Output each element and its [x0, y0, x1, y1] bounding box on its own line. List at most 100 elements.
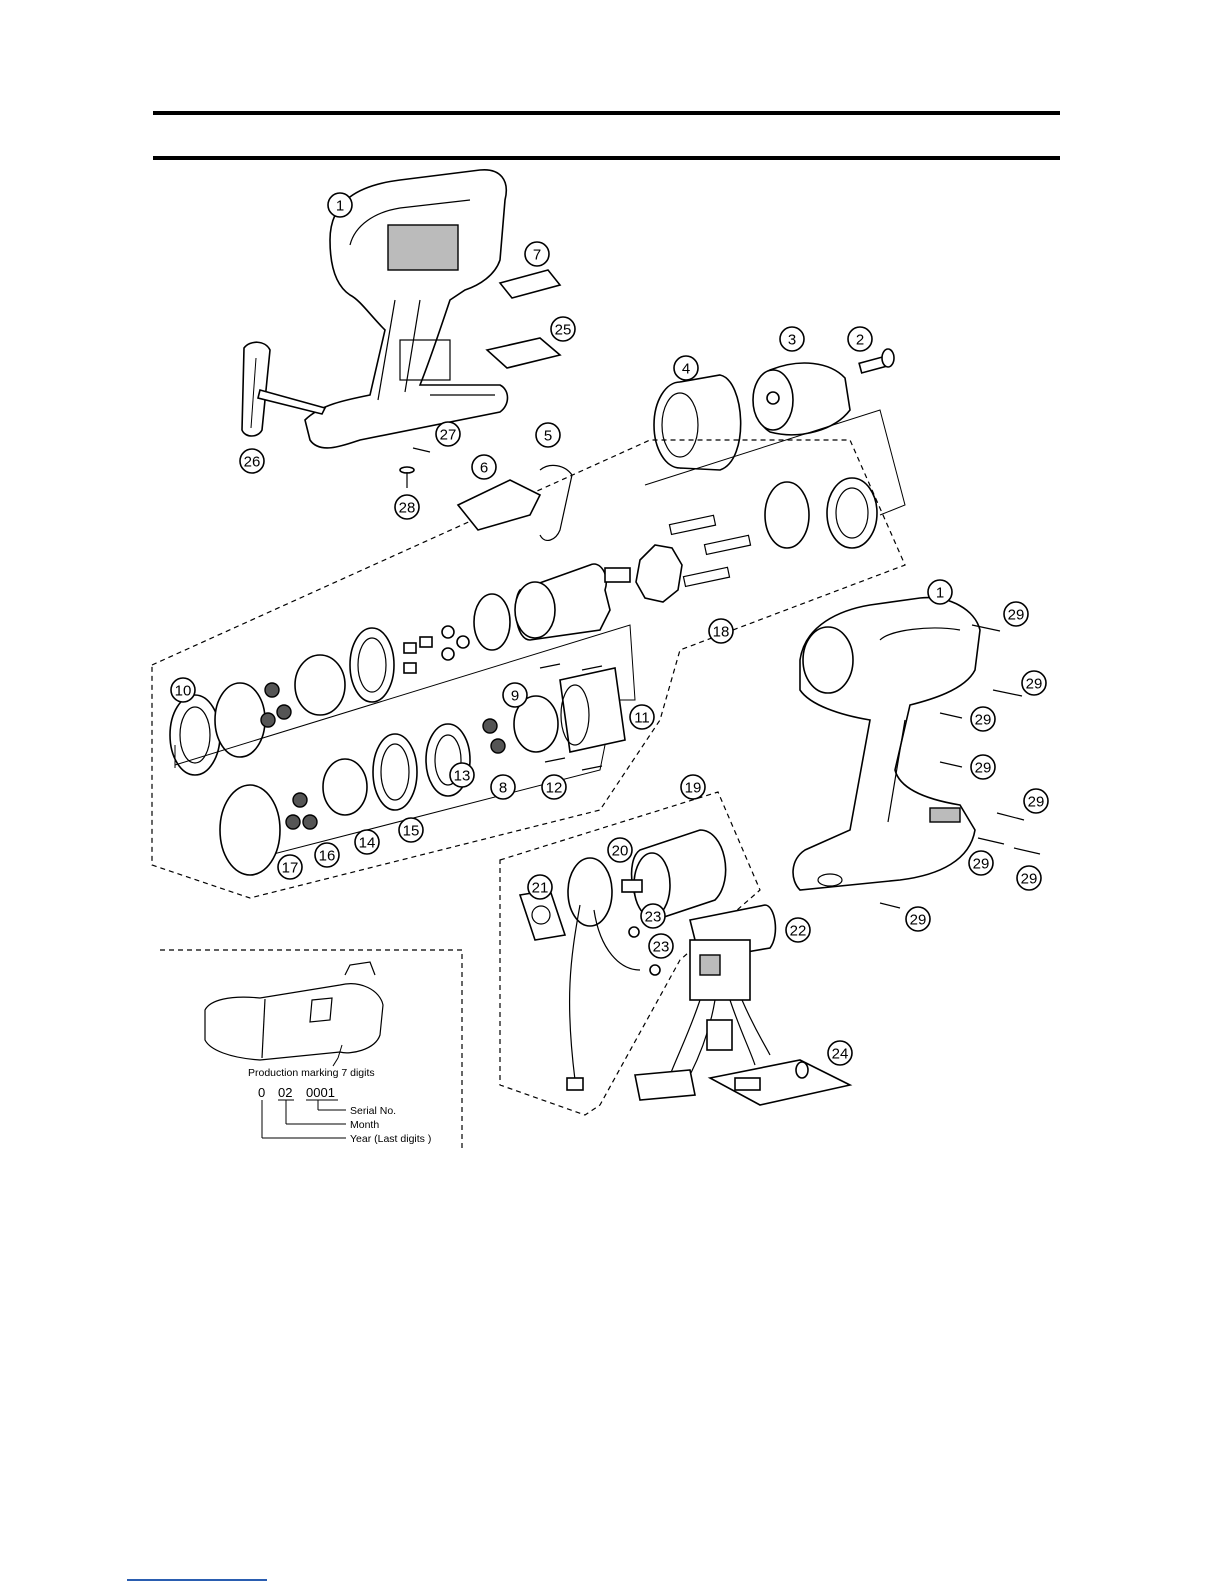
springs [669, 515, 750, 586]
inset-digit-serial: 0001 [306, 1085, 335, 1100]
callout-27: 27 [436, 422, 460, 446]
cover-6 [458, 480, 540, 530]
screw-23b [650, 965, 660, 975]
callout-3: 3 [780, 327, 804, 351]
wire-clip-5 [540, 465, 572, 540]
ring-15 [373, 734, 417, 810]
callout-number: 9 [511, 688, 519, 705]
inset-brackets [262, 1100, 346, 1138]
callout-number: 25 [555, 322, 572, 339]
callout-number: 29 [973, 856, 990, 873]
controller-board-24 [710, 1060, 850, 1105]
callout-number: 12 [546, 780, 563, 797]
inset-label-month: Month [350, 1119, 379, 1131]
callout-number: 7 [533, 247, 541, 264]
callout-number: 20 [612, 843, 629, 860]
inset-digit-month: 02 [278, 1085, 292, 1100]
thrust-ring [474, 594, 510, 650]
callout-29: 29 [971, 707, 995, 731]
callout-29: 29 [971, 755, 995, 779]
callout-7: 7 [525, 242, 549, 266]
callout-14: 14 [355, 830, 379, 854]
callout-21: 21 [528, 875, 552, 899]
callout-number: 15 [403, 823, 420, 840]
callout-17: 17 [278, 855, 302, 879]
callout-number: 2 [856, 332, 864, 349]
callout-number: 8 [499, 780, 507, 797]
callout-number: 19 [685, 780, 702, 797]
spring-27 [413, 448, 430, 452]
callout-number: 17 [282, 860, 299, 877]
motor-20 [622, 830, 726, 920]
callout-23: 23 [641, 904, 665, 928]
inset-digit-year: 0 [258, 1085, 265, 1100]
inset-drill-sketch [205, 962, 383, 1066]
callout-24: 24 [828, 1041, 852, 1065]
callout-29: 29 [1024, 789, 1048, 813]
callout-15: 15 [399, 818, 423, 842]
callout-number: 24 [832, 1046, 849, 1063]
callout-number: 28 [399, 500, 416, 517]
callout-number: 18 [713, 624, 730, 641]
callout-number: 21 [532, 880, 549, 897]
callout-number: 23 [653, 939, 670, 956]
callout-29: 29 [969, 851, 993, 875]
callout-22: 22 [786, 918, 810, 942]
callout-number: 29 [975, 760, 992, 777]
callout-12: 12 [542, 775, 566, 799]
footer-link-underline[interactable] [127, 1579, 267, 1581]
callout-1: 1 [328, 193, 352, 217]
callout-number: 13 [454, 768, 471, 785]
callout-28: 28 [395, 495, 419, 519]
callout-8: 8 [491, 775, 515, 799]
callout-number: 29 [975, 712, 992, 729]
callout-1: 1 [928, 580, 952, 604]
cover-25 [487, 338, 560, 368]
callout-number: 29 [1026, 676, 1043, 693]
callout-4: 4 [674, 356, 698, 380]
rollers [404, 626, 469, 673]
inset-label-serial: Serial No. [350, 1105, 396, 1117]
callout-19: 19 [681, 775, 705, 799]
connector [635, 1070, 695, 1100]
inset-production-marking: Production marking 7 digits [248, 1067, 375, 1079]
callout-18: 18 [709, 619, 733, 643]
callout-5: 5 [536, 423, 560, 447]
plate-7 [500, 270, 560, 298]
callout-13: 13 [450, 763, 474, 787]
callout-25: 25 [551, 317, 575, 341]
screw-2 [859, 349, 894, 373]
callout-16: 16 [315, 843, 339, 867]
callout-10: 10 [171, 678, 195, 702]
carrier-14 [286, 759, 367, 829]
callout-29: 29 [1004, 602, 1028, 626]
callout-number: 10 [175, 683, 192, 700]
clutch-cam [765, 482, 809, 548]
switch-22 [670, 905, 775, 1075]
callout-number: 11 [634, 710, 650, 727]
callout-number: 22 [790, 923, 807, 940]
chuck-ring-4 [654, 375, 741, 470]
washer [215, 683, 265, 757]
callout-number: 6 [480, 460, 488, 477]
callout-number: 29 [1028, 794, 1045, 811]
inset-frame [160, 950, 462, 1148]
callout-29: 29 [906, 907, 930, 931]
inset-label-year: Year (Last digits ) [350, 1133, 431, 1145]
callout-number: 29 [1021, 871, 1038, 888]
callout-number: 26 [244, 454, 261, 471]
callout-29: 29 [1017, 866, 1041, 890]
callout-26: 26 [240, 449, 264, 473]
callout-number: 27 [440, 427, 457, 444]
screw-28 [400, 467, 414, 488]
callout-number: 4 [682, 361, 690, 378]
callout-number: 29 [1008, 607, 1025, 624]
callout-number: 1 [336, 198, 344, 215]
ring-gear-10 [170, 695, 220, 775]
callout-number: 3 [788, 332, 796, 349]
callout-number: 23 [645, 909, 662, 926]
screw-23a [629, 927, 639, 937]
callout-11: 11 [630, 705, 654, 729]
ring-gear-upper [350, 628, 394, 702]
